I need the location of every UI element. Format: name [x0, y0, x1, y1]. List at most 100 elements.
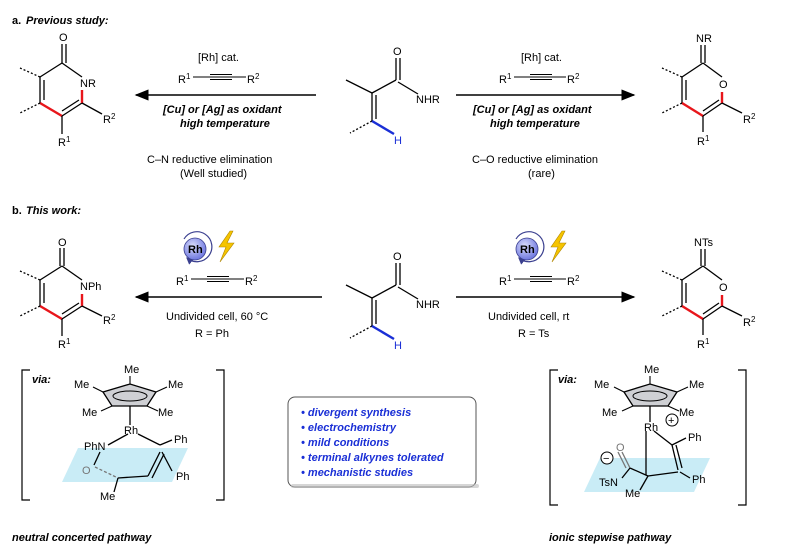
iminopyran-top-r2: R2: [743, 112, 756, 126]
bottom-left-r-def: R = Ph: [195, 328, 229, 340]
via-right-label: via:: [558, 374, 577, 386]
via-right-rh: Rh: [644, 422, 658, 434]
bottom-left-alkyne-r2: R2: [245, 274, 258, 288]
ionic-intermediate-right: [617, 406, 691, 491]
feature-item: • terminal alkynes tolerated: [301, 452, 444, 464]
feature-item: • electrochemistry: [301, 422, 397, 434]
rh-badge-left-label: Rh: [188, 244, 203, 256]
top-left-alkyne-r2: R2: [247, 72, 260, 86]
cp-right-me-lower-right: Me: [679, 407, 694, 419]
cp-methyls-left: [92, 376, 168, 412]
substrate-bottom: [345, 263, 419, 341]
metallacycle-left: [93, 406, 173, 493]
bottom-right-conditions: Undivided cell, rt: [488, 311, 569, 323]
cp-star-right: [622, 383, 679, 407]
top-right-alkyne-r1: R1: [499, 72, 512, 86]
section-b-letter: b.: [12, 205, 22, 217]
rh-catalyst-badge-right: [515, 230, 567, 265]
pyridone-bottom-r1: R1: [58, 337, 71, 351]
product-pyridone-top: [19, 44, 103, 134]
feature-item: • mechanistic studies: [301, 467, 413, 479]
pyridone-top-n: NR: [80, 78, 96, 90]
section-b-title: This work:: [26, 205, 81, 217]
iminopyran-top-nr: NR: [696, 33, 712, 45]
via-right-minus: −: [603, 453, 609, 465]
iminopyran-bottom-o: O: [719, 282, 728, 294]
plus-charge-icon: [665, 413, 679, 427]
pyridone-bottom-r2: R2: [103, 313, 116, 327]
product-pyridone-bottom: [19, 248, 103, 336]
cp-left-me-upper-left: Me: [74, 379, 89, 391]
cp-right-me-upper-left: Me: [594, 379, 609, 391]
substrate-bottom-nhr: NHR: [416, 299, 440, 311]
feature-item: • mild conditions: [301, 437, 389, 449]
iminopyran-bottom-nts: NTs: [694, 237, 713, 249]
top-left-alkyne-r1: R1: [178, 72, 191, 86]
substrate-bottom-h: H: [394, 340, 402, 352]
via-right-ph-top: Ph: [688, 432, 701, 444]
cp-right-me-lower-left: Me: [602, 407, 617, 419]
top-right-catalyst: [Rh] cat.: [521, 52, 562, 64]
via-right-o: O: [616, 442, 625, 454]
via-left-ph-top: Ph: [174, 434, 187, 446]
cp-methyls-right: [613, 376, 689, 412]
rh-catalyst-badge-left: [183, 230, 235, 265]
top-left-oxidant: [Cu] or [Ag] as oxidant: [162, 104, 283, 116]
via-left-label: via:: [32, 374, 51, 386]
pyridone-top-r2: R2: [103, 112, 116, 126]
substrate-top-h: H: [394, 135, 402, 147]
bottom-left-conditions: Undivided cell, 60 °C: [166, 311, 268, 323]
cp-right-me-top: Me: [644, 364, 659, 376]
via-right-tsn: TsN: [599, 477, 618, 489]
top-right-oxidant: [Cu] or [Ag] as oxidant: [472, 104, 593, 116]
bottom-right-alkyne-r2: R2: [567, 274, 580, 288]
bottom-right-alkyne: [514, 276, 566, 282]
minus-charge-icon: [600, 451, 614, 465]
iminopyran-bottom-r2: R2: [743, 315, 756, 329]
cp-left-me-lower-right: Me: [158, 407, 173, 419]
via-left-rh: Rh: [124, 425, 138, 437]
substrate-top-nhr: NHR: [416, 94, 440, 106]
iminopyran-bottom-r1: R1: [697, 337, 710, 351]
cp-ring-left: [112, 390, 148, 402]
via-right-plus: +: [668, 415, 674, 427]
via-right-ph-bottom: Ph: [692, 474, 705, 486]
substrate-bottom-o: O: [393, 251, 402, 263]
cp-right-me-upper-right: Me: [689, 379, 704, 391]
top-right-alkyne: [514, 74, 566, 80]
cp-star-left: [101, 383, 158, 407]
rh-badge-right-label: Rh: [520, 244, 535, 256]
via-left-ph-bottom: Ph: [176, 471, 189, 483]
top-left-note: (Well studied): [180, 168, 247, 180]
top-right-alkyne-r2: R2: [567, 72, 580, 86]
feature-item: • divergent synthesis: [301, 407, 411, 419]
cp-ring-right: [632, 390, 668, 402]
plane-left: [62, 448, 188, 482]
product-iminopyran-bottom: [661, 249, 743, 335]
top-left-alkyne: [193, 74, 246, 80]
bottom-left-alkyne-r1: R1: [176, 274, 189, 288]
top-right-temperature: high temperature: [490, 118, 580, 130]
top-left-temperature: high temperature: [180, 118, 270, 130]
lightning-icon: [550, 230, 567, 263]
cp-left-me-lower-left: Me: [82, 407, 97, 419]
top-left-catalyst: [Rh] cat.: [198, 52, 239, 64]
pyridone-bottom-o: O: [58, 237, 67, 249]
via-right-me: Me: [625, 488, 640, 500]
pyridone-top-r1: R1: [58, 135, 71, 149]
top-right-note: (rare): [528, 168, 555, 180]
cp-left-me-top: Me: [124, 364, 139, 376]
section-a-letter: a.: [12, 15, 21, 27]
iminopyran-top-o: O: [719, 79, 728, 91]
features-list: • divergent synthesis • electrochemistry…: [301, 407, 444, 479]
via-right-bracket: [549, 369, 747, 506]
bottom-right-r-def: R = Ts: [518, 328, 550, 340]
cp-left-me-upper-right: Me: [168, 379, 183, 391]
section-a-title: Previous study:: [26, 15, 109, 27]
via-left-me: Me: [100, 491, 115, 503]
via-left-o: O: [82, 465, 91, 477]
pathway-right-label: ionic stepwise pathway: [549, 532, 672, 544]
pyridone-bottom-n: NPh: [80, 281, 101, 293]
via-left-bracket: [21, 369, 225, 501]
